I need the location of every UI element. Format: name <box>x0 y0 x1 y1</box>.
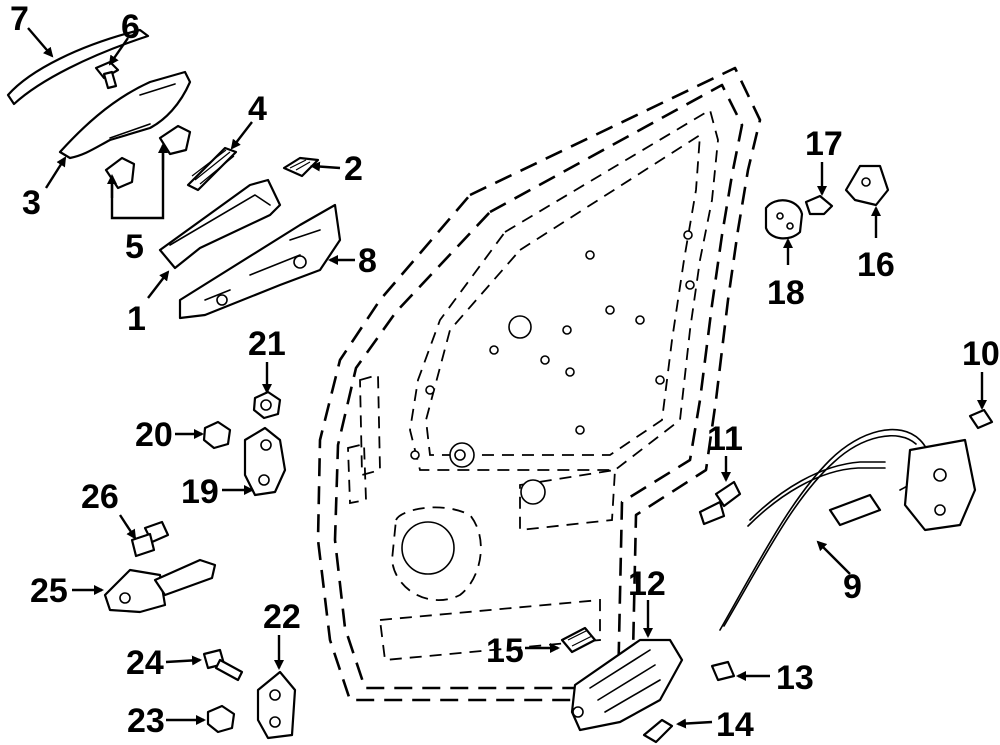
part-26-bolt <box>130 520 170 558</box>
callout-3: 3 <box>22 184 41 222</box>
part-18-pad <box>764 199 804 240</box>
part-22-hinge <box>256 670 297 740</box>
part-1-handle-frame <box>158 178 282 270</box>
part-7-trim-strip <box>6 28 150 106</box>
part-15-bezel <box>560 626 597 654</box>
part-9-latch-cable <box>719 428 977 631</box>
callout-12: 12 <box>628 565 666 603</box>
callout-15: 15 <box>486 632 524 670</box>
callout-26: 26 <box>81 478 119 516</box>
part-19-striker <box>243 426 287 497</box>
callout-labels: 7 6 4 2 3 5 8 1 21 20 19 26 25 22 24 23 … <box>10 0 1000 744</box>
part-14-cap <box>642 718 674 744</box>
part-11-rod-clip <box>698 480 742 526</box>
callout-1: 1 <box>127 300 146 338</box>
part-10-screw <box>968 408 994 430</box>
callout-18: 18 <box>767 274 805 312</box>
callout-22: 22 <box>263 598 301 636</box>
part-2-small-gasket <box>282 156 320 178</box>
callout-5: 5 <box>125 228 144 266</box>
part-13-screw <box>710 660 736 682</box>
callout-14: 14 <box>716 706 754 744</box>
callout-7: 7 <box>10 0 29 38</box>
part-17-screw <box>804 194 834 216</box>
leader-lines <box>27 27 987 729</box>
callout-25: 25 <box>30 572 68 610</box>
part-4-gasket <box>186 146 238 192</box>
part-8-bracket <box>178 203 342 320</box>
callout-13: 13 <box>776 659 814 697</box>
part-3-outer-handle <box>58 70 192 160</box>
callout-8: 8 <box>358 242 377 280</box>
callout-17: 17 <box>805 125 843 163</box>
callout-11: 11 <box>707 420 743 458</box>
callout-10: 10 <box>962 335 1000 373</box>
callout-4: 4 <box>248 90 267 128</box>
callout-21: 21 <box>248 325 286 363</box>
part-16-striker <box>844 164 890 207</box>
callout-9: 9 <box>843 568 862 606</box>
part-24-bolt <box>202 648 244 682</box>
callout-16: 16 <box>857 246 895 284</box>
part-5-clips <box>104 124 192 190</box>
part-6-screw <box>94 60 120 90</box>
part-20-nut <box>202 420 232 450</box>
part-12-inner-handle <box>570 638 684 732</box>
part-21-nut <box>252 390 282 420</box>
callout-23: 23 <box>127 702 165 740</box>
callout-2: 2 <box>344 150 363 188</box>
callout-24: 24 <box>126 644 164 682</box>
callout-20: 20 <box>135 416 173 454</box>
door-frame-outline <box>316 66 762 702</box>
part-23-nut <box>206 704 236 734</box>
callout-6: 6 <box>121 8 140 46</box>
part-25-check-strap <box>103 558 217 614</box>
callout-19: 19 <box>181 473 219 511</box>
